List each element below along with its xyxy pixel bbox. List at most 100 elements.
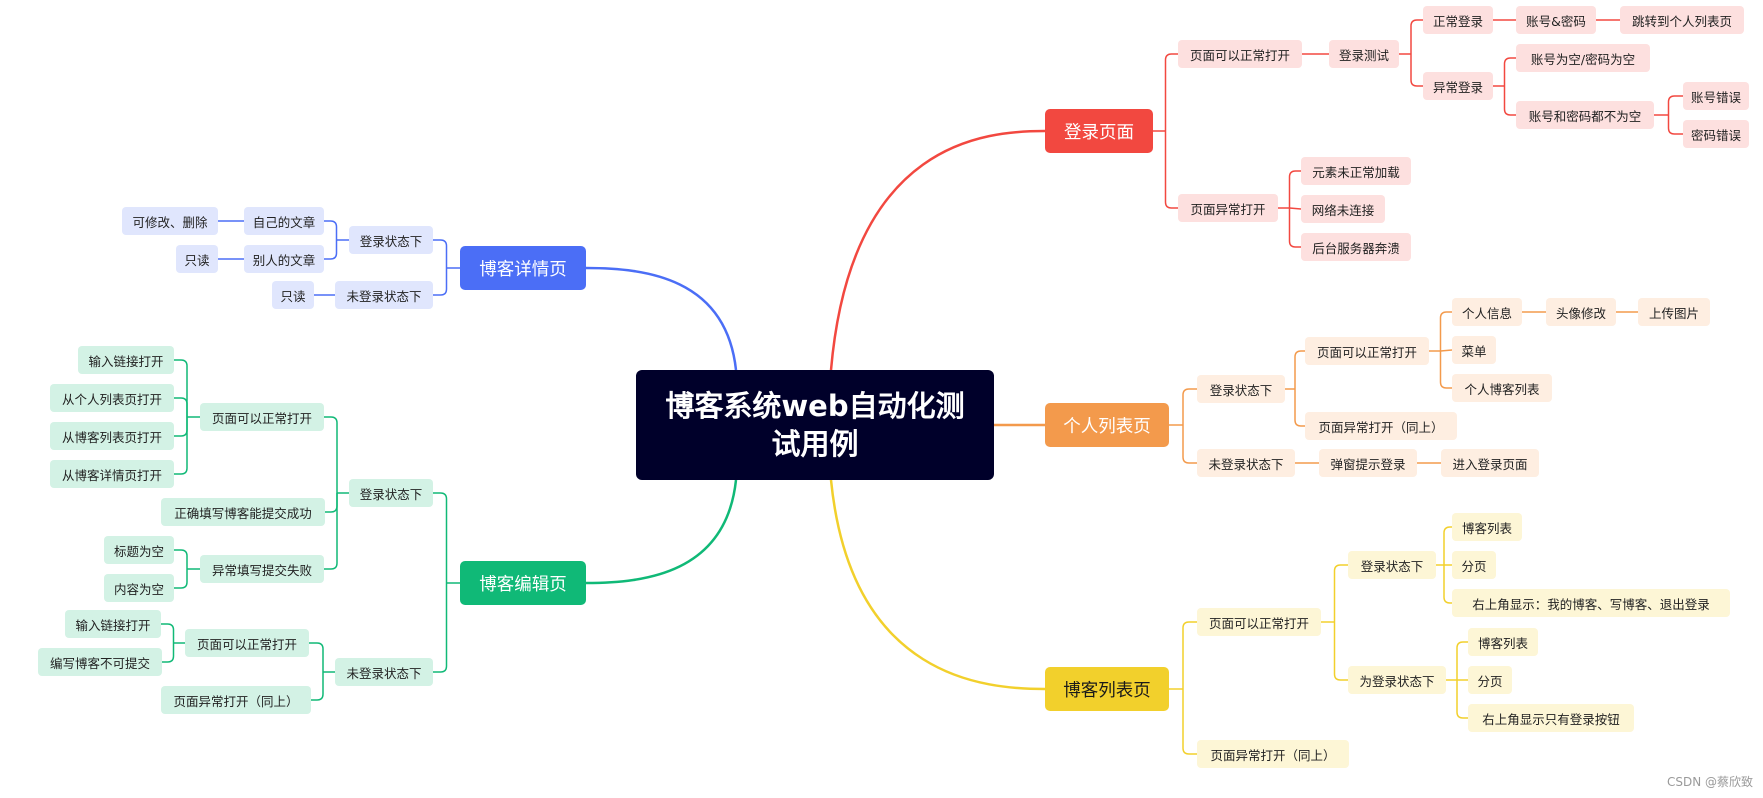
- connector-login-element-fail: [1288, 170, 1301, 208]
- connector-edit-open-from-detail: [174, 417, 188, 475]
- personal-upload: 上传图片: [1638, 298, 1710, 326]
- connector-edit-fill-abnormal: [324, 493, 338, 570]
- bloglist-top-right-2: 右上角显示只有登录按钮: [1468, 704, 1634, 732]
- detail-editable: 可修改、删除: [122, 207, 218, 235]
- personal-avatar: 头像修改: [1546, 298, 1616, 326]
- login-server-crash: 后台服务器奔溃: [1301, 233, 1411, 261]
- edit-not-logged: 未登录状态下: [335, 658, 433, 686]
- main-branch-branch-blog-edit: [585, 479, 738, 585]
- login-jump-personal: 跳转到个人列表页: [1620, 6, 1744, 34]
- personal-popup-login: 弹窗提示登录: [1319, 449, 1417, 477]
- connector-login-open-normal: [1164, 53, 1178, 131]
- connector-detail-own-article: [324, 220, 338, 240]
- connector-bloglist-open-normal: [1182, 621, 1197, 689]
- connector-bloglist-logged: [1333, 564, 1348, 622]
- connector-detail-logged: [433, 239, 448, 268]
- connector-edit-fill-correct: [325, 493, 338, 513]
- login-abnormal: 异常登录: [1423, 72, 1493, 100]
- connector-bloglist-top-right: [1443, 565, 1452, 604]
- personal-not-logged: 未登录状态下: [1197, 449, 1295, 477]
- edit-open-from-personal: 从个人列表页打开: [50, 384, 174, 412]
- connector-login-password-error: [1667, 115, 1683, 135]
- personal-open-normal: 页面可以正常打开: [1305, 337, 1429, 365]
- connector-login-open-abnormal: [1164, 131, 1178, 209]
- detail-others-article: 别人的文章: [244, 245, 324, 273]
- login-open-normal: 页面可以正常打开: [1178, 40, 1302, 68]
- login-open-abnormal: 页面异常打开: [1178, 194, 1278, 222]
- connector-detail-not-logged: [433, 268, 448, 296]
- connector-login-network-fail: [1289, 207, 1302, 210]
- login-network-fail: 网络未连接: [1301, 195, 1385, 223]
- watermark: CSDN @蔡欣致: [1666, 775, 1753, 789]
- connector-login-normal: [1410, 19, 1423, 54]
- login-test: 登录测试: [1329, 40, 1399, 68]
- branch-blog-list[interactable]: 博客列表页: [1045, 667, 1169, 711]
- connector-edit-open-normal-2: [309, 642, 324, 672]
- connector-edit-link-open: [161, 623, 175, 643]
- edit-fill-abnormal: 异常填写提交失败: [200, 555, 324, 583]
- branch-login-page[interactable]: 登录页面: [1045, 109, 1153, 153]
- connector-bloglist-not-logged: [1333, 622, 1348, 681]
- personal-info: 个人信息: [1452, 298, 1522, 326]
- connector-edit-content-empty: [174, 569, 188, 589]
- edit-content-empty: 内容为空: [104, 574, 174, 602]
- connector-edit-cannot-submit: [162, 643, 175, 663]
- detail-readonly-2: 只读: [272, 281, 314, 309]
- connector-edit-logged: [433, 492, 448, 583]
- connector-edit-open-normal: [324, 416, 338, 493]
- connector-bloglist-open-abnormal: [1182, 689, 1197, 755]
- edit-link-open: 输入链接打开: [65, 610, 161, 638]
- connector-personal-blog-list: [1439, 351, 1452, 389]
- bloglist-open-normal: 页面可以正常打开: [1197, 608, 1321, 636]
- connector-personal-menu: [1440, 349, 1453, 352]
- connector-login-abnormal: [1410, 54, 1423, 87]
- edit-open-normal-2: 页面可以正常打开: [185, 629, 309, 657]
- main-branch-branch-blog-detail: [585, 266, 738, 371]
- login-element-fail: 元素未正常加载: [1301, 157, 1411, 185]
- bloglist-top-right: 右上角显示：我的博客、写博客、退出登录: [1452, 589, 1730, 617]
- branch-blog-edit[interactable]: 博客编辑页: [460, 561, 586, 605]
- branch-blog-detail[interactable]: 博客详情页: [460, 246, 586, 290]
- personal-menu: 菜单: [1452, 336, 1496, 364]
- edit-title-empty: 标题为空: [104, 536, 174, 564]
- connector-login-not-empty: [1503, 86, 1516, 116]
- connector-edit-open-from-bloglist: [174, 417, 188, 437]
- connector-personal-open-abnormal: [1294, 389, 1305, 427]
- connector-bloglist-list: [1443, 526, 1452, 565]
- edit-open-link: 输入链接打开: [78, 346, 174, 374]
- detail-own-article: 自己的文章: [244, 207, 324, 235]
- login-account-error: 账号错误: [1683, 82, 1749, 110]
- edit-open-abnormal: 页面异常打开（同上）: [161, 686, 311, 714]
- branch-personal-list[interactable]: 个人列表页: [1045, 403, 1169, 447]
- connector-edit-open-abnormal: [311, 672, 324, 701]
- connector-detail-others-article: [324, 240, 338, 260]
- connector-personal-logged: [1182, 388, 1197, 425]
- connector-edit-open-from-personal: [174, 397, 188, 417]
- bloglist-paging-2: 分页: [1468, 666, 1512, 694]
- connector-edit-open-link: [174, 359, 188, 417]
- personal-logged: 登录状态下: [1197, 375, 1285, 403]
- edit-open-normal: 页面可以正常打开: [200, 403, 324, 431]
- connector-bloglist-top-right-2: [1456, 680, 1468, 719]
- connector-login-account-error: [1667, 95, 1683, 115]
- root-topic: 博客系统web自动化测试用例: [636, 370, 994, 480]
- bloglist-paging: 分页: [1452, 551, 1496, 579]
- edit-open-from-detail: 从博客详情页打开: [50, 460, 174, 488]
- connector-bloglist-list-2: [1456, 641, 1468, 680]
- login-password-error: 密码错误: [1683, 120, 1749, 148]
- detail-not-logged: 未登录状态下: [335, 281, 433, 309]
- detail-readonly-1: 只读: [176, 245, 218, 273]
- bloglist-list: 博客列表: [1452, 513, 1522, 541]
- edit-open-from-bloglist: 从博客列表页打开: [50, 422, 174, 450]
- bloglist-list-2: 博客列表: [1468, 628, 1538, 656]
- login-account-pwd: 账号&密码: [1516, 6, 1596, 34]
- bloglist-open-abnormal: 页面异常打开（同上）: [1197, 740, 1349, 768]
- login-normal: 正常登录: [1423, 6, 1493, 34]
- connector-login-server-crash: [1288, 208, 1301, 248]
- connector-login-empty: [1503, 57, 1516, 86]
- connector-edit-not-logged: [433, 583, 448, 673]
- bloglist-not-logged: 为登录状态下: [1348, 666, 1446, 694]
- connector-edit-title-empty: [174, 549, 188, 569]
- login-not-empty: 账号和密码都不为空: [1516, 101, 1654, 129]
